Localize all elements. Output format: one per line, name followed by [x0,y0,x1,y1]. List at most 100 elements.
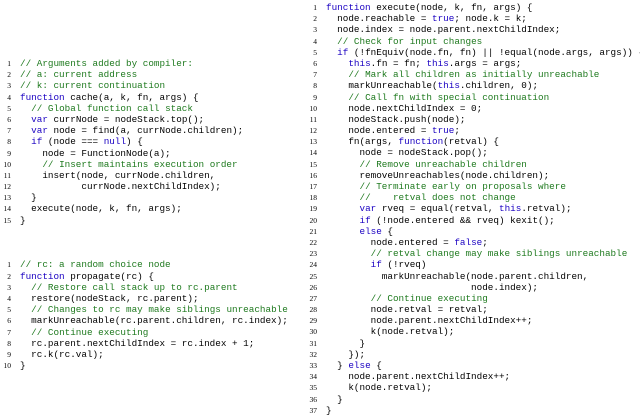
line-number: 24 [309,260,318,270]
block-spacer [0,237,288,248]
line-number: 3 [7,81,11,91]
comment-token: // Global function call stack [31,102,193,114]
keyword-token: var [359,203,377,215]
code-line: 17 // Terminate early on proposals where [300,181,640,192]
comment-token: // retval does not change [359,192,516,204]
line-number: 8 [7,338,11,348]
line-number: 11 [3,170,11,180]
code-token: node = nodeStack.pop(); [326,147,488,159]
line-number: 23 [309,249,318,259]
line-number: 9 [313,92,317,102]
code-line: 34 node.parent.nextChildIndex++; [300,371,640,382]
line-number: 8 [313,81,317,91]
comment-token: // Terminate early on proposals where [359,181,566,192]
code-token: .retval); [521,203,572,215]
keyword-token: var [31,113,48,125]
code-line: 4 // Check for input changes [300,36,640,47]
code-line: 3// k: current continuation [0,80,288,91]
line-number: 36 [309,394,318,404]
code-line: 33 } else { [300,360,640,371]
code-line: 18 // retval does not change [300,192,640,203]
line-number: 30 [309,327,318,337]
code-line: 35 k(node.retval); [300,382,640,393]
comment-token: // retval change may make siblings unrea… [370,248,628,260]
code-token: } [20,360,26,372]
code-token: .children, 0); [459,80,539,92]
code-line: 5 // Global function call stack [0,103,288,114]
code-line: 9 // Call fn with special continuation [300,92,640,103]
code-token: markUnreachable(node.parent.children, [326,270,589,282]
code-token: removeUnreachables(node.children); [326,169,550,181]
code-line: 4 restore(nodeStack, rc.parent); [0,293,288,304]
line-number: 6 [7,114,11,124]
code-listing-left: 1// Arguments added by compiler:2// a: c… [0,58,288,371]
block-spacer [0,248,288,259]
line-number: 8 [7,137,11,147]
code-token: } [326,404,332,416]
line-number: 3 [313,25,317,35]
code-line: 9 node = FunctionNode(a); [0,148,288,159]
code-line: 5 if (!fnEquiv(node.fn, fn) || !equal(no… [300,47,640,58]
comment-token: // Changes to rc may make siblings unrea… [31,304,288,316]
code-token: } [20,214,26,226]
code-token [326,293,371,304]
code-line: 6 var currNode = nodeStack.top(); [0,114,288,125]
code-line: 8 markUnreachable(this.children, 0); [300,80,640,91]
code-line: 6 markUnreachable(rc.parent.children, rc… [0,315,288,326]
code-line: 24 if (!rveq) [300,259,640,270]
line-number: 26 [309,282,318,292]
line-number: 7 [7,327,11,337]
code-line: 3 // Restore call stack up to rc.parent [0,282,288,293]
comment-token: // rc: a random choice node [20,259,171,271]
line-number: 21 [309,226,318,236]
line-number: 7 [313,70,317,80]
code-token: ; [482,236,488,248]
code-token: node.reachable = [326,13,433,25]
code-line: 5 // Changes to rc may make siblings unr… [0,304,288,315]
code-line: 6 this.fn = fn; this.args = args; [300,58,640,69]
code-token [20,114,31,125]
code-line: 14 node = nodeStack.pop(); [300,147,640,158]
code-token [326,69,348,80]
keyword-token: function [20,270,65,282]
comment-token: // a: current address [20,69,138,81]
code-token [20,159,42,170]
code-token [326,226,359,237]
code-token: node.retval = retval; [326,304,488,316]
line-number: 2 [7,271,11,281]
line-number: 3 [7,282,11,292]
line-number: 20 [309,215,318,225]
line-number: 10 [3,159,12,169]
code-token: { [370,360,382,371]
code-token: node.index); [326,281,539,293]
code-line: 32 }); [300,349,640,360]
code-line: 11 insert(node, currNode.children, [0,170,288,181]
code-token: insert(node, currNode.children, [20,169,216,181]
comment-token: // Continue executing [370,292,488,304]
keyword-token: if [31,136,43,148]
line-number: 27 [309,293,318,303]
code-line: 15} [0,215,288,226]
code-token: } [326,337,366,349]
line-number: 15 [309,159,318,169]
code-line: 30 k(node.retval); [300,326,640,337]
code-token [20,304,31,315]
code-line: 36 } [300,394,640,405]
comment-token: // Check for input changes [337,35,483,47]
code-token: (!fnEquiv(node.fn, fn) || !equal(node.ar… [348,46,640,58]
code-token: node.entered = [326,236,455,248]
comment-token: // Arguments added by compiler: [20,58,193,69]
code-token: { [381,225,393,237]
code-token: cache(a, k, fn, args) { [64,91,199,103]
code-token: (!rveq) [381,259,427,271]
line-number: 31 [309,338,318,348]
code-token: node.index = node.parent.nextChildIndex; [326,24,561,36]
code-token: node.nextChildIndex = 0; [326,102,483,114]
code-line: 10 // Insert maintains execution order [0,159,288,170]
comment-token: // Remove unreachable children [359,158,527,170]
comment-token: // Continue executing [31,326,149,338]
code-token: node.parent.nextChildIndex++; [326,315,533,327]
code-line: 13 } [0,192,288,203]
